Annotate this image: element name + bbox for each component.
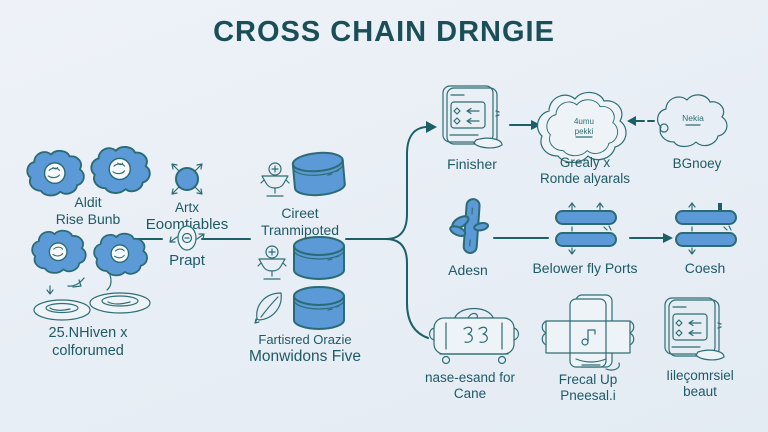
- label-cloud-double-line2: Ronde alyarals: [539, 171, 631, 187]
- label-clipboard2: Iileçomrsiel beaut: [640, 368, 760, 401]
- label-database-top-line1: Cireet: [281, 205, 319, 221]
- label-database-top: Cireet Tranmipoted: [235, 205, 365, 239]
- database-icon: [291, 151, 346, 197]
- adesn-icon: [449, 198, 490, 254]
- label-clipboard2-line2: beaut: [683, 384, 717, 400]
- label-ports: Belower fly Ports: [505, 260, 665, 277]
- label-node-line2: Eoomtiables: [145, 216, 229, 234]
- label-coesh: Coesh: [655, 260, 755, 277]
- database-icon: [293, 236, 345, 280]
- label-coesh-text: Coesh: [684, 260, 726, 276]
- clipboard-icon: [664, 297, 725, 361]
- label-database-bottom: Fartisred Orazie Monwidons Five: [225, 332, 385, 367]
- cloud-single-text: Nekia: [682, 113, 704, 123]
- page-title: CROSS CHAIN DRNGIE: [213, 16, 555, 48]
- label-parcel-line2: Pneesal.i: [560, 388, 616, 404]
- ports-icon: [555, 202, 617, 255]
- label-cloud-double: Grealy x Ronde alyarals: [515, 155, 655, 188]
- cloud-single-icon: Nekia: [656, 94, 728, 148]
- parcel-icon: [541, 294, 635, 371]
- label-cloud-single: BGnoey: [647, 156, 747, 172]
- label-ports-text: Belower fly Ports: [532, 260, 638, 276]
- label-sofa: nase-esand for Cane: [405, 370, 535, 403]
- label-finisher: Finisher: [422, 156, 522, 173]
- label-sofa-line2: Cane: [453, 386, 487, 402]
- label-sofa-line1: nase-esand for: [424, 370, 516, 385]
- label-clipboard2-line1: Iileçomrsiel: [666, 368, 734, 383]
- label-node: Artx Eoomtiables: [127, 200, 247, 235]
- cloud-double-icon: 4umu pekki: [536, 91, 627, 163]
- goblet-icon: [260, 162, 290, 197]
- coesh-icon: [675, 202, 737, 255]
- label-finisher-text: Finisher: [447, 156, 497, 172]
- label-clouds-bottom-line2: colforumed: [52, 342, 124, 359]
- clipboard-icon: [442, 85, 503, 149]
- label-clouds-bottom-line1: 25.NHiven x: [48, 325, 128, 341]
- cloud-double-text1: 4umu: [574, 117, 594, 126]
- label-database-top-line2: Tranmipoted: [260, 222, 340, 239]
- label-cloud-single-text: BGnoey: [672, 156, 722, 171]
- label-adesn: Adesn: [418, 262, 518, 279]
- label-parcel-line1: Frecal Up: [558, 372, 618, 387]
- coin-icon: [169, 225, 205, 251]
- cloud-double-text2: pekki: [575, 127, 594, 136]
- database-icon: [293, 286, 345, 330]
- label-coin: Prapt: [147, 252, 227, 270]
- network-node-icon: [171, 163, 203, 195]
- clouds-plates-icon: [31, 229, 151, 321]
- sofa-icon: [428, 308, 520, 365]
- label-node-line1: Artx: [174, 200, 199, 215]
- label-clouds-top-line2: Rise Bunb: [55, 211, 121, 228]
- label-database-bottom-line1: Fartisred Orazie: [258, 332, 352, 347]
- label-database-bottom-line2: Monwidons Five: [249, 347, 361, 365]
- leaf-icon: [254, 292, 282, 324]
- label-clouds-top-line1: Aldit: [74, 194, 102, 210]
- label-adesn-text: Adesn: [448, 262, 488, 278]
- label-coin-text: Prapt: [169, 252, 205, 269]
- label-clouds-top: Aldit Rise Bunb: [28, 194, 148, 228]
- goblet-icon: [257, 245, 287, 280]
- cloud-coins-icon: [26, 146, 151, 197]
- label-clouds-bottom: 25.NHiven x colforumed: [13, 325, 163, 360]
- label-parcel: Frecal Up Pneesal.i: [528, 372, 648, 405]
- label-cloud-double-line1: Grealy x: [559, 155, 611, 170]
